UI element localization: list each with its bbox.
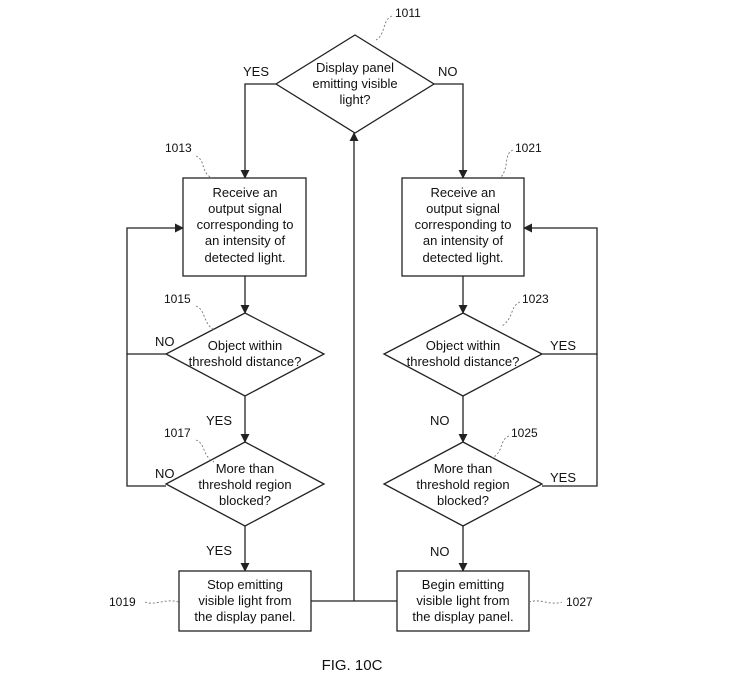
decision-1025-line-2: threshold region bbox=[416, 477, 509, 492]
label-1025-no: NO bbox=[430, 544, 450, 559]
label-1011-no: NO bbox=[438, 64, 458, 79]
ref-1017: 1017 bbox=[164, 426, 191, 440]
decision-1017-line-2: threshold region bbox=[198, 477, 291, 492]
process-1021-line-4: an intensity of bbox=[423, 233, 504, 248]
process-1027: Begin emitting visible light from the di… bbox=[396, 570, 530, 632]
leader-1023 bbox=[501, 301, 521, 327]
label-1017-no: NO bbox=[155, 466, 175, 481]
leader-1021 bbox=[499, 149, 514, 179]
ref-1027: 1027 bbox=[566, 595, 593, 609]
decision-1025-line-1: More than bbox=[434, 461, 493, 476]
process-1021-line-5: detected light. bbox=[423, 250, 504, 265]
decision-1011: Display panel emitting visible light? bbox=[274, 34, 436, 134]
decision-1015-line-1: Object within bbox=[208, 338, 282, 353]
process-1013-line-2: output signal bbox=[208, 201, 282, 216]
process-1027-line-1: Begin emitting bbox=[422, 577, 504, 592]
edge-1011-no bbox=[434, 83, 468, 179]
leader-1013 bbox=[195, 155, 213, 179]
edge-1015-no-loop bbox=[126, 223, 184, 355]
decision-1017-line-3: blocked? bbox=[219, 493, 271, 508]
edge-1017-no-loop bbox=[126, 354, 166, 487]
ref-1023: 1023 bbox=[522, 292, 549, 306]
decision-1011-line-2: emitting visible bbox=[312, 76, 397, 91]
leader-1015 bbox=[195, 305, 215, 331]
process-1019-line-3: the display panel. bbox=[194, 609, 295, 624]
process-1021-line-1: Receive an bbox=[430, 185, 495, 200]
leader-1019 bbox=[144, 600, 180, 604]
leader-1025 bbox=[491, 435, 510, 459]
decision-1017-line-1: More than bbox=[216, 461, 275, 476]
leader-1011 bbox=[375, 15, 393, 41]
label-1023-yes: YES bbox=[550, 338, 576, 353]
leader-1027 bbox=[528, 600, 563, 604]
edge-1023-yes-loop bbox=[523, 223, 598, 355]
ref-1015: 1015 bbox=[164, 292, 191, 306]
decision-1025: More than threshold region blocked? bbox=[382, 441, 544, 527]
ref-1019: 1019 bbox=[109, 595, 136, 609]
label-1011-yes: YES bbox=[243, 64, 269, 79]
process-1013: Receive an output signal corresponding t… bbox=[182, 177, 307, 277]
ref-1011: 1011 bbox=[395, 6, 421, 20]
decision-1015-line-2: threshold distance? bbox=[189, 354, 302, 369]
process-1019-line-2: visible light from bbox=[198, 593, 291, 608]
label-1017-yes: YES bbox=[206, 543, 232, 558]
label-1015-no: NO bbox=[155, 334, 175, 349]
process-1013-line-3: corresponding to bbox=[197, 217, 294, 232]
process-1021-line-3: corresponding to bbox=[415, 217, 512, 232]
process-1013-line-4: an intensity of bbox=[205, 233, 286, 248]
process-1013-line-5: detected light. bbox=[205, 250, 286, 265]
edge-1011-yes bbox=[240, 83, 276, 179]
connectors bbox=[126, 83, 598, 602]
label-1023-no: NO bbox=[430, 413, 450, 428]
decision-1011-line-1: Display panel bbox=[316, 60, 394, 75]
ref-1021: 1021 bbox=[515, 141, 542, 155]
process-1027-line-2: visible light from bbox=[416, 593, 509, 608]
process-1021: Receive an output signal corresponding t… bbox=[401, 177, 525, 277]
decision-1025-line-3: blocked? bbox=[437, 493, 489, 508]
process-1027-line-3: the display panel. bbox=[412, 609, 513, 624]
decision-1011-line-3: light? bbox=[339, 92, 370, 107]
process-1019: Stop emitting visible light from the dis… bbox=[178, 570, 312, 632]
edge-labels: YES NO NO YES NO YES YES NO YES NO bbox=[155, 64, 576, 559]
ref-1013: 1013 bbox=[165, 141, 192, 155]
figure-caption: FIG. 10C bbox=[322, 657, 383, 674]
ref-1025: 1025 bbox=[511, 426, 538, 440]
process-1021-line-2: output signal bbox=[426, 201, 500, 216]
label-1015-yes: YES bbox=[206, 413, 232, 428]
leader-1017 bbox=[195, 439, 215, 463]
decision-1023: Object within threshold distance? bbox=[382, 312, 544, 397]
decision-1017: More than threshold region blocked? bbox=[164, 441, 326, 527]
edge-1025-yes-loop bbox=[542, 354, 598, 487]
label-1025-yes: YES bbox=[550, 470, 576, 485]
process-1013-line-1: Receive an bbox=[212, 185, 277, 200]
decision-1023-line-1: Object within bbox=[426, 338, 500, 353]
decision-1023-line-2: threshold distance? bbox=[407, 354, 520, 369]
decision-1015: Object within threshold distance? bbox=[164, 312, 326, 397]
process-1019-line-1: Stop emitting bbox=[207, 577, 283, 592]
reference-numerals: 1011 1013 1015 1017 1019 1021 1023 1025 … bbox=[109, 6, 593, 609]
